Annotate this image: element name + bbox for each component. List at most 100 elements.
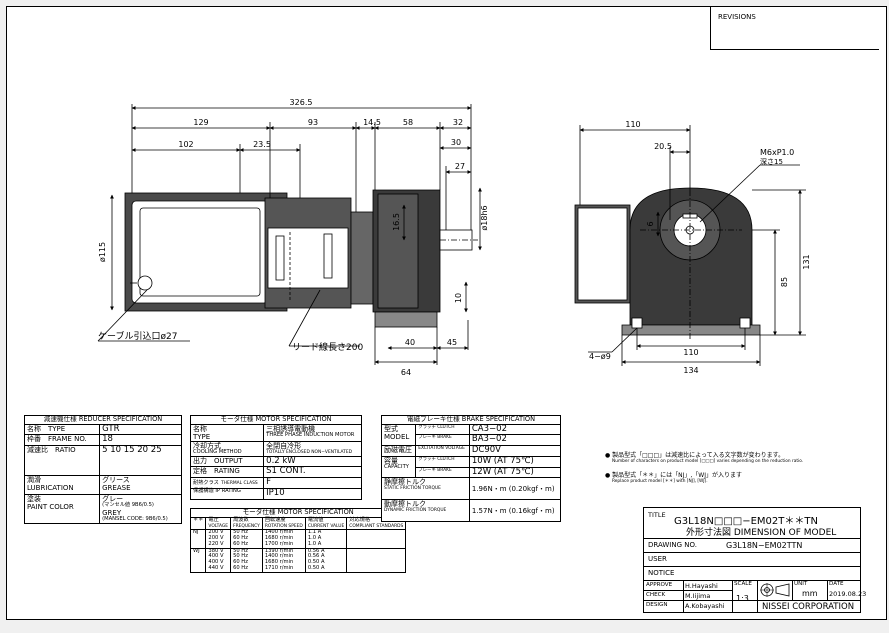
table-cell: 1680 r/min [264, 559, 294, 566]
table-cell: 1700 r/min [264, 540, 294, 547]
thermal-value: F [263, 477, 362, 489]
revisions-box: REVISIONS [710, 7, 879, 50]
motor-type-label-jp: 名称 [193, 424, 207, 433]
cooling-value-jp: 全閉自冷形 [266, 441, 302, 450]
table-cell: 50 Hz [233, 553, 248, 560]
check-label: CHECK [646, 592, 666, 598]
tap-depth-label: 深さ15 [760, 157, 783, 166]
brake-model-value: BA3−02 [468, 434, 562, 447]
paint-code-en: (MANSEL CODE: 9B6/0.5) [102, 516, 168, 523]
mount-holes-label: 4−ø9 [589, 352, 611, 361]
dynamic-torque-label-jp: 動摩擦トルク [384, 500, 426, 509]
scale-label: SCALE [734, 581, 752, 587]
col-speed-jp: 回転速度 [264, 516, 286, 523]
table-cell: 200 V [208, 534, 224, 541]
table-cell: 50 Hz [233, 547, 248, 554]
notice-label: NOTICE [648, 569, 675, 577]
rating-label: 定格 RATING [189, 466, 265, 479]
reducer-type-value: GTR [99, 423, 182, 436]
motor-spec-title: モータ仕様 MOTOR SPECIFICATION [190, 415, 362, 425]
reducer-ratio-value: 5 10 15 20 25 [99, 445, 182, 477]
dim-45: 45 [447, 338, 457, 347]
table-cell: 220 V [208, 540, 224, 547]
col-voltage-jp: 電圧 [208, 516, 219, 523]
title-block: TITLE G3L18N□□□−EM02T＊＊TN 外形寸法図 DIMENSIO… [643, 507, 866, 613]
table-cell: 1710 r/min [264, 565, 294, 572]
table-cell: 50 Hz [233, 528, 248, 535]
title-label: TITLE [648, 511, 666, 519]
note-1-jp: ● 製品型式「□□□」は減速比によって入る文字数が変わります。 [605, 452, 785, 459]
cooling-value-en: TOTALLY ENCLOSED NON−VENTILATED [266, 449, 353, 455]
reducer-frame-label: 枠番 FRAME NO. [23, 434, 101, 447]
table-cell: 1390 r/min [264, 547, 294, 554]
table-cell: 60 Hz [233, 540, 248, 547]
rating-value: S1 CONT. [263, 466, 362, 479]
clutch-sub-label: クラッチ CLUTCH [415, 423, 470, 436]
thermal-label-jp: 耐熱クラス [193, 480, 219, 487]
reducer-ratio-label: 減速比 RATIO [23, 445, 101, 477]
dim-129: 129 [193, 118, 208, 127]
lubrication-value-en: GREASE [102, 484, 131, 493]
lubrication-label-en: LUBRICATION [27, 484, 74, 493]
table-cell: 0.56 A [307, 553, 325, 560]
note-2: ● 製品型式「＊＊」には「NJ」,「WJ」が入ります Replace produ… [605, 472, 742, 484]
dim-10: 10 [454, 293, 463, 303]
dynamic-torque-label-en: DYNAMIC FRICTION TORQUE [384, 508, 447, 514]
capacity-clutch-value: 10W (AT 75℃) [468, 455, 562, 468]
col-current-en: CURRENT VALUE [307, 523, 345, 529]
output-label: 出力 OUTPUT [189, 455, 265, 468]
brake-sub-label: ブレーキ BRAKE [415, 434, 470, 447]
dim-16-5: 16.5 [392, 213, 401, 231]
dim-27: 27 [455, 162, 465, 171]
dim-dia-18: ø18h6 [480, 205, 489, 230]
dim-32: 32 [453, 118, 463, 127]
table-cell: 0.56 A [307, 547, 325, 554]
table-cell: 1.0 A [307, 540, 322, 547]
capacity-label-en: CAPACITY [384, 463, 409, 470]
thermal-label-en: THERMAL CLASS [221, 481, 258, 487]
model-title: G3L18N□□□−EM02T＊＊TN [674, 516, 818, 527]
drawing-no-label: DRAWING NO. [648, 541, 697, 549]
approver-name: H.Hayashi [685, 582, 718, 590]
approve-label: APPROVE [646, 582, 673, 588]
unit-label: UNIT [794, 581, 808, 587]
dim-23-5: 23.5 [253, 140, 271, 149]
table-cell: 0.50 A [307, 559, 325, 566]
output-value: 0.2 kW [263, 455, 362, 468]
col-frequency-jp: 周波数 [233, 516, 249, 523]
brake-spec-title: 電磁ブレーキ仕様 BRAKE SPECIFICATION [381, 415, 561, 425]
table-cell: 1680 r/min [264, 534, 294, 541]
user-label: USER [648, 555, 667, 563]
group-code-nj: NJ [189, 528, 207, 549]
static-torque-label-en: STATIC FRICTION TORQUE [384, 486, 441, 492]
table-cell: 60 Hz [233, 534, 248, 541]
note-2-en: Replace product model [＊＊] with [NJ], [W… [612, 479, 708, 485]
note-2-jp: ● 製品型式「＊＊」には「NJ」,「WJ」が入ります [605, 472, 743, 479]
side-dim-6: 6 [646, 221, 655, 226]
static-torque-value: 1.96N・m (0.20kgf・m) [468, 477, 562, 501]
table-cell: 1.0 A [307, 534, 322, 541]
unit-value: mm [802, 589, 818, 598]
dim-40: 40 [405, 338, 415, 347]
mount-foot [374, 311, 438, 328]
capacity-clutch-label: クラッチ CLUTCH [415, 455, 470, 468]
col-code: ＊＊ [189, 516, 207, 530]
capacity-brake-value: 12W (AT 75℃) [468, 466, 562, 479]
brake-model-label-en: MODEL [384, 432, 410, 441]
cooling-label-en: COOLING METHOD [193, 448, 242, 455]
lubrication-value-jp: グリース [102, 476, 130, 485]
table-cell: 60 Hz [233, 559, 248, 566]
paint-value-en: GREY [102, 509, 122, 518]
cable-entry-label: ケーブル引込口ø27 [98, 330, 177, 342]
paint-label-en: PAINT COLOR [27, 503, 74, 512]
side-dim-134: 134 [683, 366, 698, 375]
dim-14-5: 14.5 [363, 118, 381, 127]
col-frequency-en: FREQUENCY [233, 523, 260, 529]
dim-overall-length: 326.5 [290, 98, 313, 107]
company-name: NISSEI CORPORATION [762, 602, 855, 612]
table-cell: 1400 r/min [264, 528, 294, 535]
motor-type-value-jp: 三相誘導電動機 [266, 424, 316, 433]
